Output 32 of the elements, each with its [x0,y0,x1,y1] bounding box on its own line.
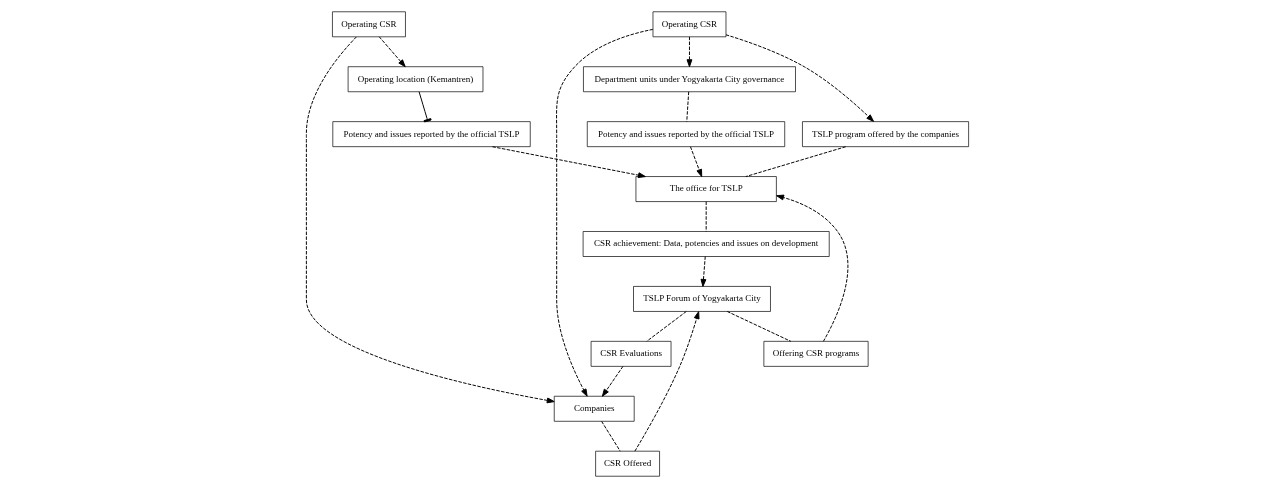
connector [686,90,690,122]
node-box: Companies [553,395,635,422]
connector [745,145,847,177]
connector [705,200,707,232]
node-box: Potency and issues reported by the official TSLP [586,120,786,147]
connector [418,90,432,122]
arrow [601,365,624,397]
arrow [305,36,555,403]
arrow [378,35,406,67]
arrow [686,35,693,67]
node-box: CSR Offered [595,450,660,477]
arrow [634,310,700,452]
node-box: Potency and issues reported by the official TSLP [332,120,531,147]
arrow [725,33,875,122]
node-box: TSLP program offered by the companies [802,120,969,147]
node-box: CSR Evaluations [590,340,672,367]
connector [726,310,792,342]
arrow [690,145,703,177]
node-box: Operating CSR [652,10,727,37]
node-box: Operating CSR [332,10,406,37]
node-box: Offering CSR programs [763,340,869,367]
arrow [492,145,646,178]
arrow [776,194,849,342]
node-box: TSLP Forum of Yogyakarta City [633,285,771,312]
arrow [556,28,654,397]
connector [601,420,621,452]
node-box: CSR achievement: Data, potencies and issues on development [582,230,830,257]
node-box: The office for TSLP [635,175,777,202]
connector [646,310,687,342]
node-box: Operating location (Kemantren) [347,65,484,92]
node-box: Department units under Yogyakarta City governance [583,65,796,92]
arrow [700,255,707,287]
